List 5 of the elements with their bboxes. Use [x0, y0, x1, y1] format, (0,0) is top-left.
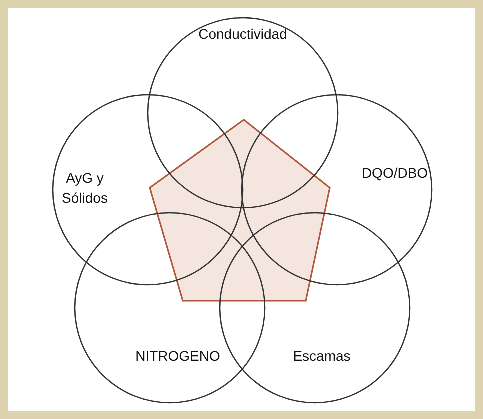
circle-label: Conductividad — [198, 25, 288, 44]
circle-label: DQO/DBO — [360, 164, 430, 183]
circle-label: NITROGENO — [134, 347, 222, 366]
circle-label: AyG y Sólidos — [61, 169, 109, 208]
circle-label: Escamas — [292, 347, 352, 366]
